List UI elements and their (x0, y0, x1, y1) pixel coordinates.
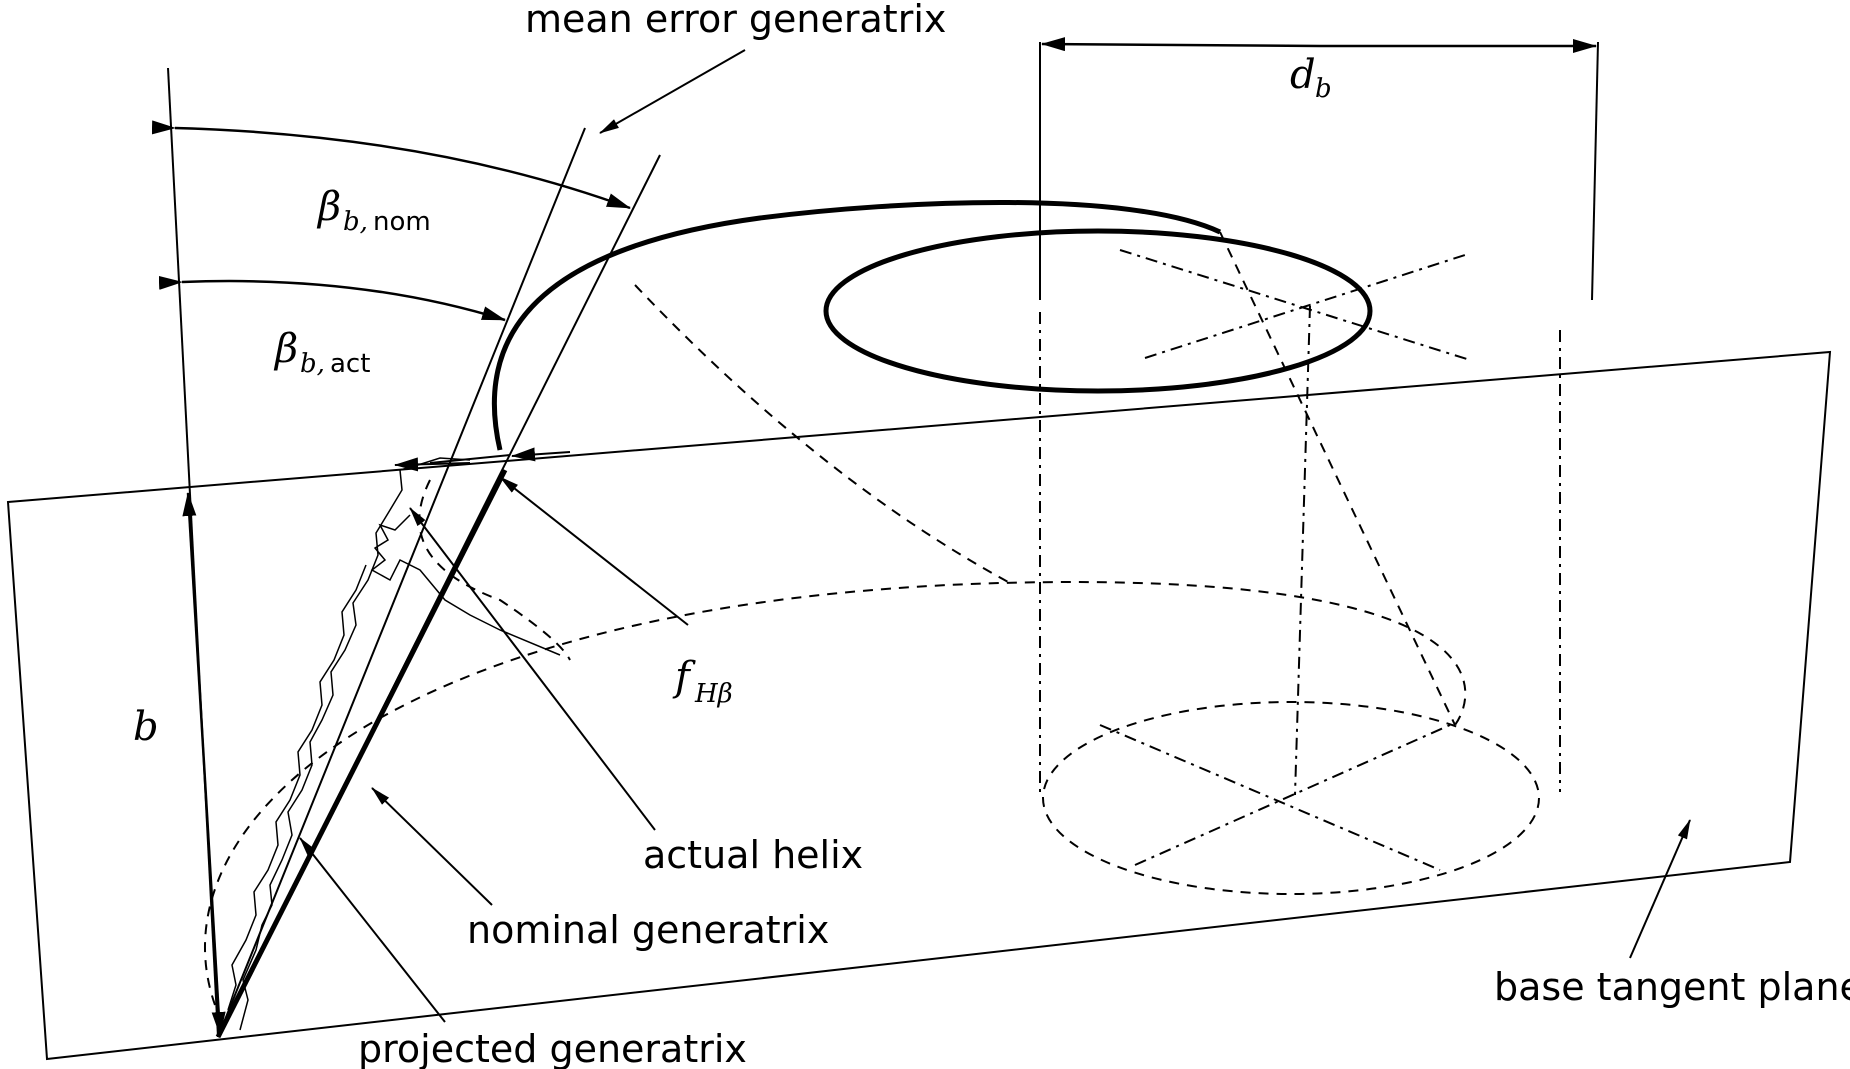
symbol-beta-nom-sub: b, (343, 207, 368, 237)
leader-arrows (299, 49, 1691, 1023)
label-actual-helix: actual helix (643, 833, 863, 877)
fh-beta-arrow-right-head (511, 447, 571, 462)
beta-act-arc (158, 275, 506, 322)
symbol-db-sub: b (1315, 74, 1332, 104)
generatrix-lines (215, 127, 661, 1039)
symbol-beta-nom: β b, nom (316, 184, 431, 237)
symbol-fh-main: f (672, 654, 696, 700)
symbol-beta-act: β b, act (273, 326, 370, 379)
symbol-beta-act-sub2: act (330, 349, 370, 379)
symbol-fh-beta: f Hβ (672, 654, 733, 709)
bottom-base-circle (1042, 701, 1540, 895)
helix-hidden-paths (204, 284, 1467, 1006)
symbol-db: d b (1290, 52, 1332, 104)
fh-beta-arrow-left (394, 457, 471, 472)
symbol-b: b (133, 704, 159, 750)
b-dimension-arrow-down (203, 779, 226, 1036)
base-tangent-plane (6, 350, 1832, 1061)
beta-nom-arc (151, 120, 631, 210)
symbol-beta-act-sub: b, (300, 349, 325, 379)
db-arrow-left (1041, 37, 1321, 52)
symbol-db-main: d (1290, 52, 1316, 98)
top-base-circle (823, 228, 1373, 394)
symbol-beta-act-main: β (273, 326, 298, 372)
db-right-extension (1591, 41, 1599, 301)
label-mean-error-generatrix: mean error generatrix (525, 0, 946, 41)
actual-helix-curve (491, 200, 1222, 451)
symbol-beta-nom-sub2: nom (373, 207, 431, 237)
fh-beta-arrow-right (429, 454, 511, 464)
label-projected-generatrix: projected generatrix (358, 1027, 747, 1069)
deviation-traces (227, 457, 561, 1031)
symbol-fh-sub: Hβ (694, 679, 733, 709)
cylinder-construction-lines (1039, 231, 1561, 871)
symbol-beta-nom-main: β (316, 184, 341, 230)
b-dimension-arrow-up (182, 492, 207, 781)
label-base-tangent-plane: base tangent plane (1494, 965, 1850, 1009)
label-nominal-generatrix: nominal generatrix (467, 908, 829, 952)
